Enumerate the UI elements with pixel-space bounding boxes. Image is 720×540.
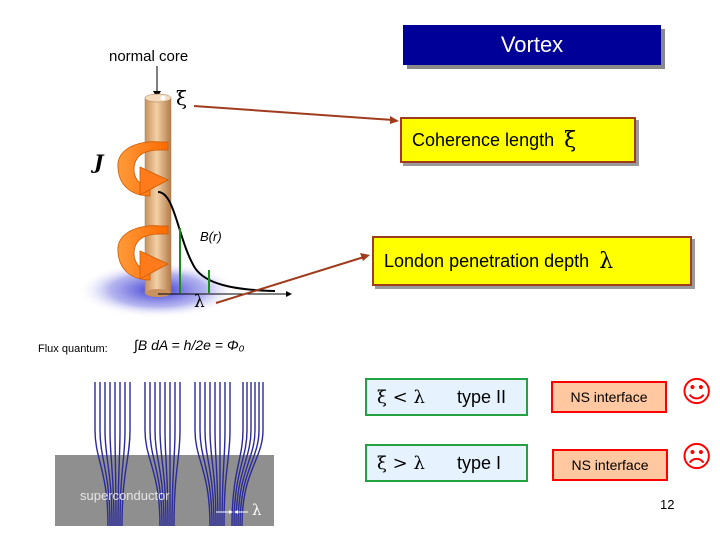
current-density-label: J <box>94 150 104 174</box>
xi-pointer-arrow <box>193 105 394 121</box>
london-depth-box: London penetration depth λ <box>372 236 692 286</box>
ns-interface-box-type-ii: NS interface <box>551 381 667 413</box>
flux-line-bundles <box>94 382 264 527</box>
field-profile-label: B(r) <box>200 229 222 244</box>
xi-label: ξ <box>176 86 188 110</box>
lambda-label: λ <box>194 292 205 312</box>
normal-core-label: normal core <box>109 48 189 65</box>
london-depth-text: London penetration depth <box>384 250 590 271</box>
london-depth-symbol: λ <box>599 248 614 274</box>
field-profile-curve <box>157 191 276 292</box>
ns-interface-box-type-i: NS interface <box>552 449 668 481</box>
current-swirl-lower <box>117 225 169 281</box>
type-i-condition: ξ > λ <box>377 452 425 474</box>
coherence-length-box: Coherence length ξ <box>400 117 636 163</box>
lambda-pointer-arrow <box>215 256 365 304</box>
type-ii-condition: ξ < λ <box>377 386 425 408</box>
flux-quantum-equation: ∫B dA = h/2e = Φ₀ <box>134 337 245 353</box>
page-number: 12 <box>660 497 675 512</box>
current-swirl-upper <box>117 141 169 197</box>
smiley-happy-icon: ☺ <box>681 375 713 410</box>
type-i-box: ξ > λ type I <box>365 444 528 482</box>
coherence-length-text: Coherence length <box>412 129 555 150</box>
type-ii-box: ξ < λ type II <box>365 378 528 416</box>
type-ii-name: type II <box>457 386 507 407</box>
slide-title: Vortex <box>403 25 661 65</box>
coherence-length-symbol: ξ <box>564 127 577 153</box>
smiley-sad-icon: ☹ <box>681 440 713 475</box>
superconductor-label: superconductor <box>80 488 170 503</box>
lambda-bottom-label: λ <box>252 501 262 519</box>
type-i-name: type I <box>457 452 502 473</box>
flux-quantum-label: Flux quantum: <box>38 343 108 355</box>
